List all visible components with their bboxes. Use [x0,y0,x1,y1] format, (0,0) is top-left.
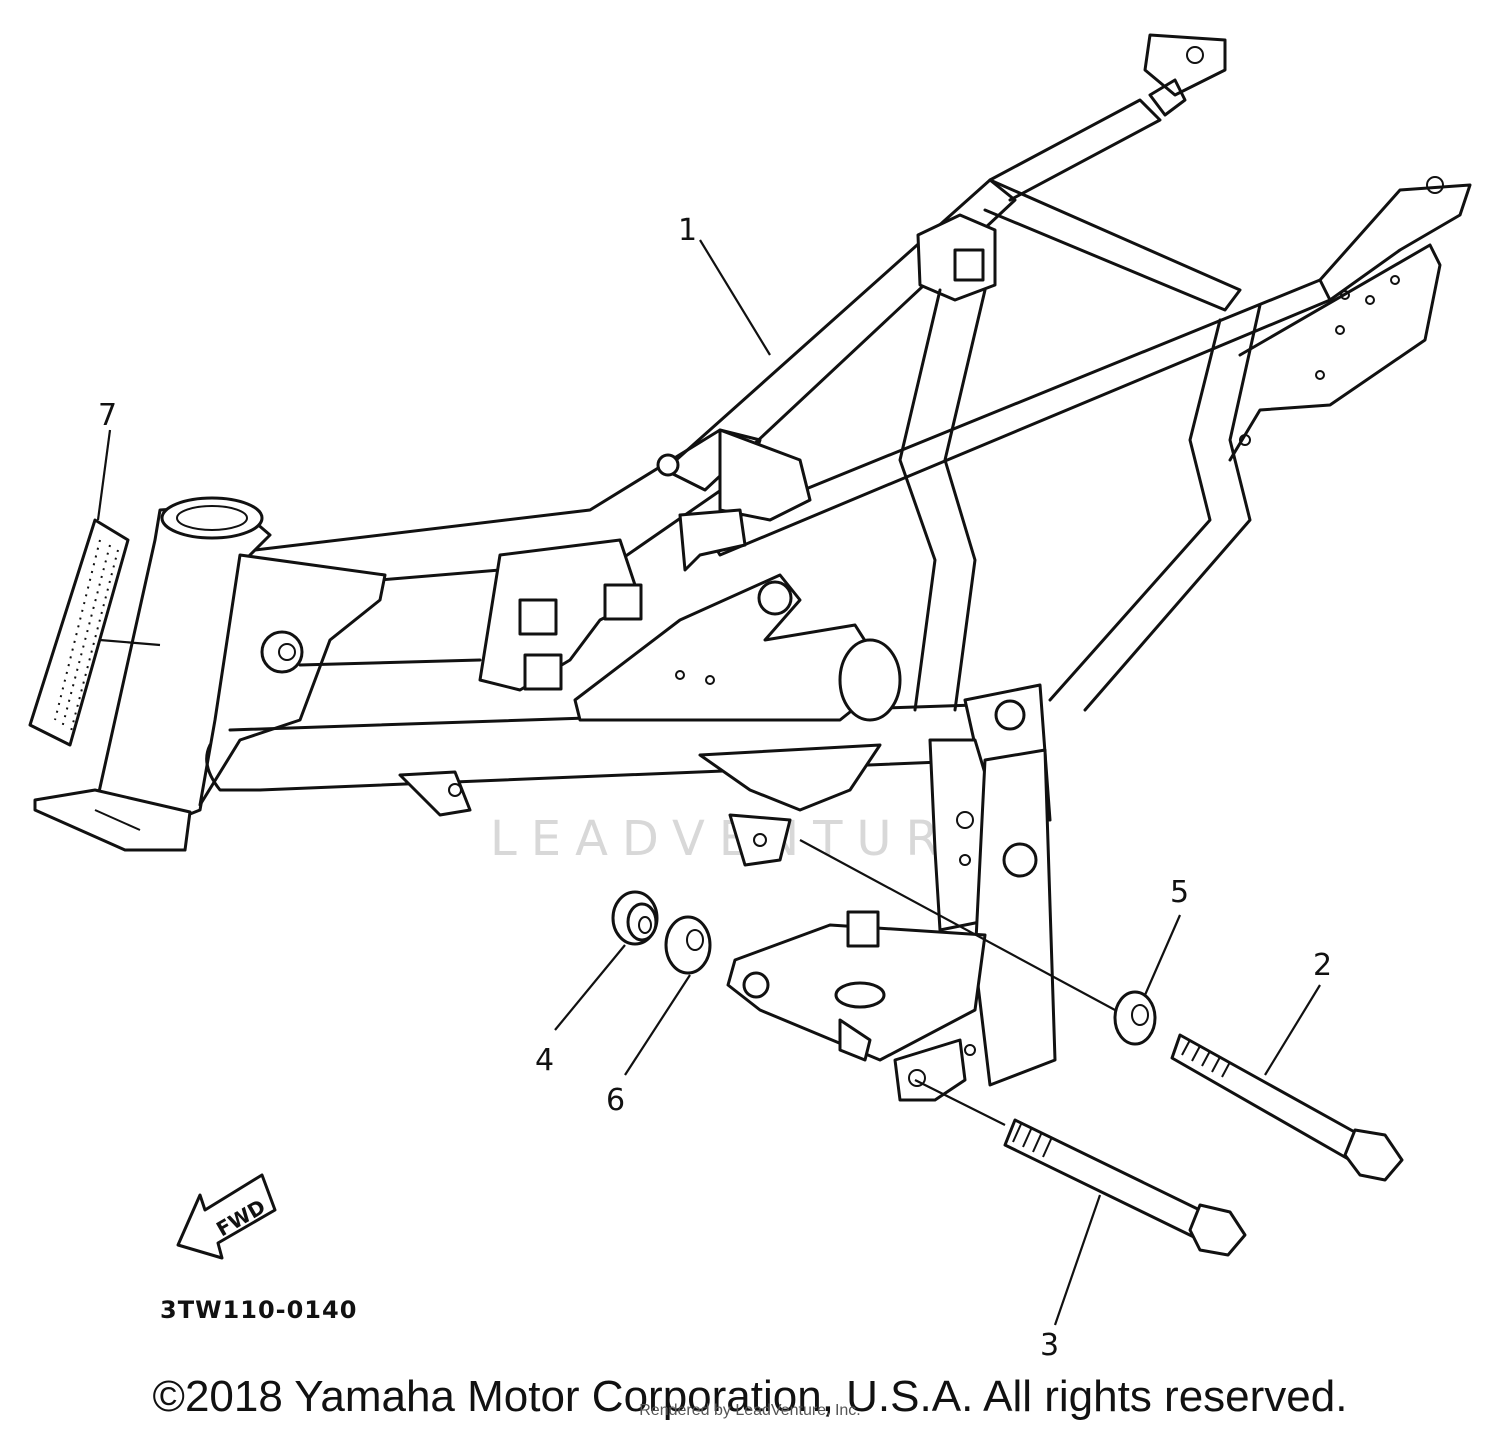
part-6-washer[interactable] [664,915,712,975]
leader-line-4 [554,944,626,1031]
part-2-bolt[interactable] [1170,1033,1404,1182]
callout-1: 1 [678,213,697,248]
callout-2: 2 [1313,948,1332,983]
part-5-collar[interactable] [1113,990,1157,1046]
leader-line-6 [624,974,691,1076]
callout-6: 6 [606,1083,625,1118]
callout-4: 4 [535,1043,554,1078]
fwd-arrow-icon: FWD [176,1173,277,1260]
leader-line-3 [1053,1194,1102,1326]
render-credit: Rendered by LeadVenture, Inc. [639,1402,861,1419]
callout-7: 7 [98,398,117,433]
part-4-nut[interactable] [611,890,659,946]
part-3-bolt[interactable] [1003,1118,1247,1257]
leader-line-7-b [99,638,161,647]
part-7-decal[interactable] [28,518,130,747]
leader-line-2 [1264,984,1321,1076]
guide-line-part-3 [914,1079,1006,1126]
guide-line-part-5 [799,839,1116,1011]
copyright-notice: ©2018 Yamaha Motor Corporation, U.S.A. A… [152,1372,1348,1421]
frame-part-1[interactable] [33,33,1472,1102]
callout-5: 5 [1170,875,1189,910]
leader-line-5 [1143,914,1182,996]
leader-line-1 [699,239,771,356]
leader-line-7 [96,429,112,521]
callout-3: 3 [1040,1328,1059,1363]
diagram-code: 3TW110-0140 [160,1296,357,1324]
